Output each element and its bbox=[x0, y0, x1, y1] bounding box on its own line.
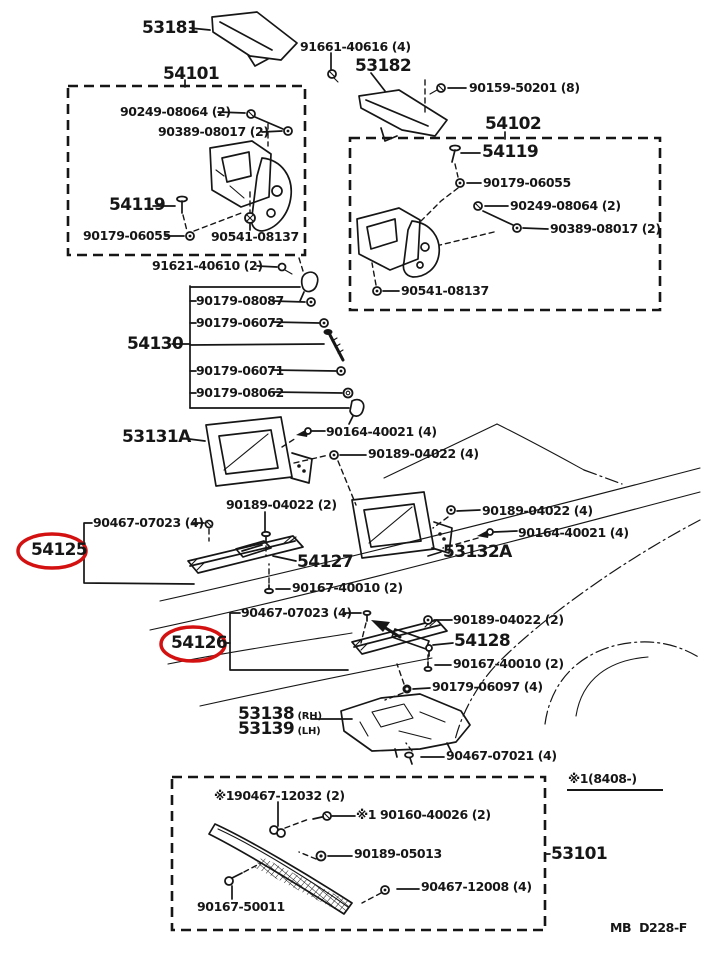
label-90467-12008: 90467-12008 (4) bbox=[421, 879, 532, 894]
label-54101: 54101 bbox=[163, 64, 220, 84]
label-90179-08087: 90179-08087 bbox=[196, 293, 284, 308]
label-90160-40026: ※1 90160-40026 (2) bbox=[356, 807, 491, 822]
label-90467-07021: 90467-07021 (4) bbox=[446, 748, 557, 763]
label-90164-40021-a: 90164-40021 (4) bbox=[326, 424, 437, 439]
part-53181-shape bbox=[189, 11, 298, 67]
label-54119-a: 54119 bbox=[109, 195, 166, 215]
label-54127: 54127 bbox=[297, 552, 354, 572]
label-90179-06055-a: 90179-06055 bbox=[83, 228, 171, 243]
body-outline bbox=[149, 423, 701, 741]
label-90167-40010-a: 90167-40010 (2) bbox=[292, 580, 403, 595]
label-90541-08137-b: 90541-08137 bbox=[401, 283, 489, 298]
label-90179-08062: 90179-08062 bbox=[196, 385, 284, 400]
label-90189-04022-b: 90189-04022 (2) bbox=[226, 497, 337, 512]
label-53138: 53138 (RH) bbox=[238, 704, 322, 724]
label-53182: 53182 bbox=[355, 56, 412, 76]
label-53131A: 53131A bbox=[122, 427, 191, 447]
label-drawing-code: MB D228-F bbox=[610, 920, 687, 935]
label-90467-07023-a: 90467-07023 (4) bbox=[93, 515, 204, 530]
stay-54130 bbox=[171, 257, 365, 425]
hood-lock-right bbox=[356, 131, 549, 296]
label-90189-04022-a: 90189-04022 (4) bbox=[368, 446, 479, 461]
label-53101: 53101 bbox=[551, 844, 608, 864]
label-90179-06071: 90179-06071 bbox=[196, 363, 284, 378]
label-90389-08017-a: 90389-08017 (2) bbox=[158, 124, 269, 139]
label-90249-08064-a: 90249-08064 (2) bbox=[120, 104, 231, 119]
highlight-ellipse-54126 bbox=[159, 625, 227, 663]
label-53132A: 53132A bbox=[443, 542, 512, 562]
label-91661-40616: 91661-40616 (4) bbox=[300, 39, 411, 54]
label-90389-08017-b: 90389-08017 (2) bbox=[550, 221, 661, 236]
label-90179-06072: 90179-06072 bbox=[196, 315, 284, 330]
label-54128: 54128 bbox=[454, 631, 511, 651]
reinforcement-54126 bbox=[224, 610, 454, 701]
label-90189-05013: 90189-05013 bbox=[354, 846, 442, 861]
reinforcement-54125 bbox=[83, 511, 304, 595]
label-53139: 53139 (LH) bbox=[238, 719, 321, 739]
part-53182-shape bbox=[358, 72, 448, 142]
label-90541-08137-a: 90541-08137 bbox=[211, 229, 299, 244]
label-91621-40610: 91621-40610 (2) bbox=[152, 258, 263, 273]
highlight-ellipse-54125 bbox=[16, 532, 88, 570]
label-90159-50201: 90159-50201 (8) bbox=[469, 80, 580, 95]
label-53181: 53181 bbox=[142, 18, 199, 38]
part-label-suffix: (RH) bbox=[294, 711, 322, 722]
label-90249-08064-b: 90249-08064 (2) bbox=[510, 198, 621, 213]
part-label-suffix: (LH) bbox=[294, 726, 321, 737]
grille-53101 bbox=[208, 801, 551, 915]
bracket-53132A bbox=[337, 460, 518, 559]
label-90467-12032: ※190467-12032 (2) bbox=[214, 788, 345, 803]
label-54125: 54125 bbox=[31, 540, 88, 560]
label-90189-04022-d: 90189-04022 (2) bbox=[453, 612, 564, 627]
hood-lock-left bbox=[152, 79, 293, 275]
top-fasteners bbox=[327, 52, 467, 95]
label-54126: 54126 bbox=[171, 633, 228, 653]
label-90164-40021-b: 90164-40021 (4) bbox=[518, 525, 629, 540]
label-90167-50011: 90167-50011 bbox=[197, 899, 285, 914]
label-90189-04022-c: 90189-04022 (4) bbox=[482, 503, 593, 518]
label-90167-40010-b: 90167-40010 (2) bbox=[453, 656, 564, 671]
label-90467-07023-b: 90467-07023 (4) bbox=[241, 605, 352, 620]
highlight-ellipses bbox=[16, 532, 227, 663]
label-footnote: ※1(8408-) bbox=[567, 772, 663, 791]
plate-53138-53139 bbox=[310, 693, 471, 765]
label-90179-06097: 90179-06097 (4) bbox=[432, 679, 543, 694]
label-54119-b: 54119 bbox=[482, 142, 539, 162]
label-54130: 54130 bbox=[127, 334, 184, 354]
label-90179-06055-b: 90179-06055 bbox=[483, 175, 571, 190]
bracket-53131A bbox=[180, 416, 367, 487]
label-54102: 54102 bbox=[485, 114, 542, 134]
